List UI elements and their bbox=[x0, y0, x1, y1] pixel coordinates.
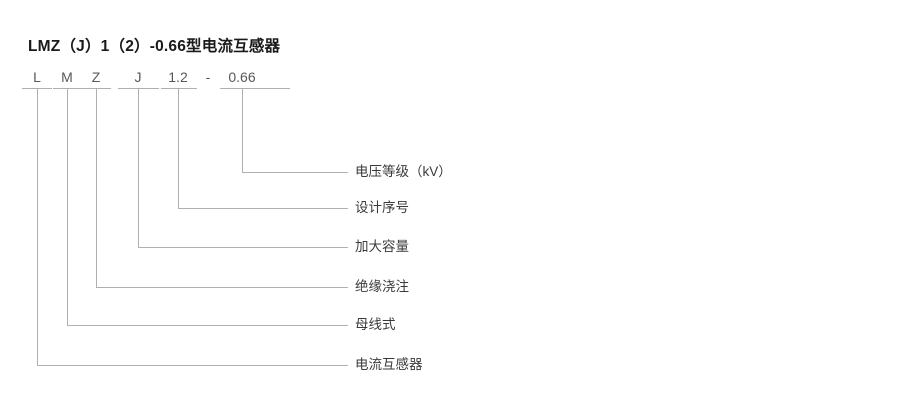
leader-vertical-current-transformer bbox=[37, 89, 38, 365]
leader-label-current-transformer: 电流互感器 bbox=[355, 357, 423, 372]
code-token-rule bbox=[118, 88, 159, 89]
leader-vertical-increased-capacity bbox=[138, 89, 139, 247]
code-token: J bbox=[134, 69, 142, 85]
code-token-rule bbox=[161, 88, 197, 89]
leader-vertical-busbar-type bbox=[67, 89, 68, 325]
leader-vertical-voltage-level bbox=[242, 89, 243, 172]
leader-horizontal-voltage-level bbox=[242, 172, 348, 173]
code-token-rule bbox=[220, 88, 290, 89]
leader-vertical-design-serial bbox=[178, 89, 179, 208]
code-token: Z bbox=[91, 69, 101, 85]
leader-label-insulation-casting: 绝缘浇注 bbox=[355, 279, 409, 294]
code-token-rule bbox=[22, 88, 52, 89]
leader-vertical-insulation-casting bbox=[96, 89, 97, 287]
code-token: L bbox=[33, 69, 41, 85]
leader-horizontal-increased-capacity bbox=[138, 247, 348, 248]
leader-label-busbar-type: 母线式 bbox=[355, 317, 396, 332]
code-token: 1.2 bbox=[168, 69, 188, 85]
leader-label-design-serial: 设计序号 bbox=[355, 200, 409, 215]
leader-horizontal-insulation-casting bbox=[96, 287, 348, 288]
leader-label-increased-capacity: 加大容量 bbox=[355, 239, 409, 254]
code-token-rule bbox=[82, 88, 111, 89]
page-title: LMZ（J）1（2）-0.66型电流互感器 bbox=[28, 38, 281, 55]
leader-label-voltage-level: 电压等级（kV） bbox=[355, 164, 452, 179]
leader-horizontal-current-transformer bbox=[37, 365, 348, 366]
code-token: M bbox=[61, 69, 73, 85]
leader-horizontal-busbar-type bbox=[67, 325, 348, 326]
code-token: - bbox=[205, 69, 211, 85]
leader-horizontal-design-serial bbox=[178, 208, 348, 209]
code-token: 0.66 bbox=[228, 69, 256, 85]
code-token-rule bbox=[53, 88, 82, 89]
